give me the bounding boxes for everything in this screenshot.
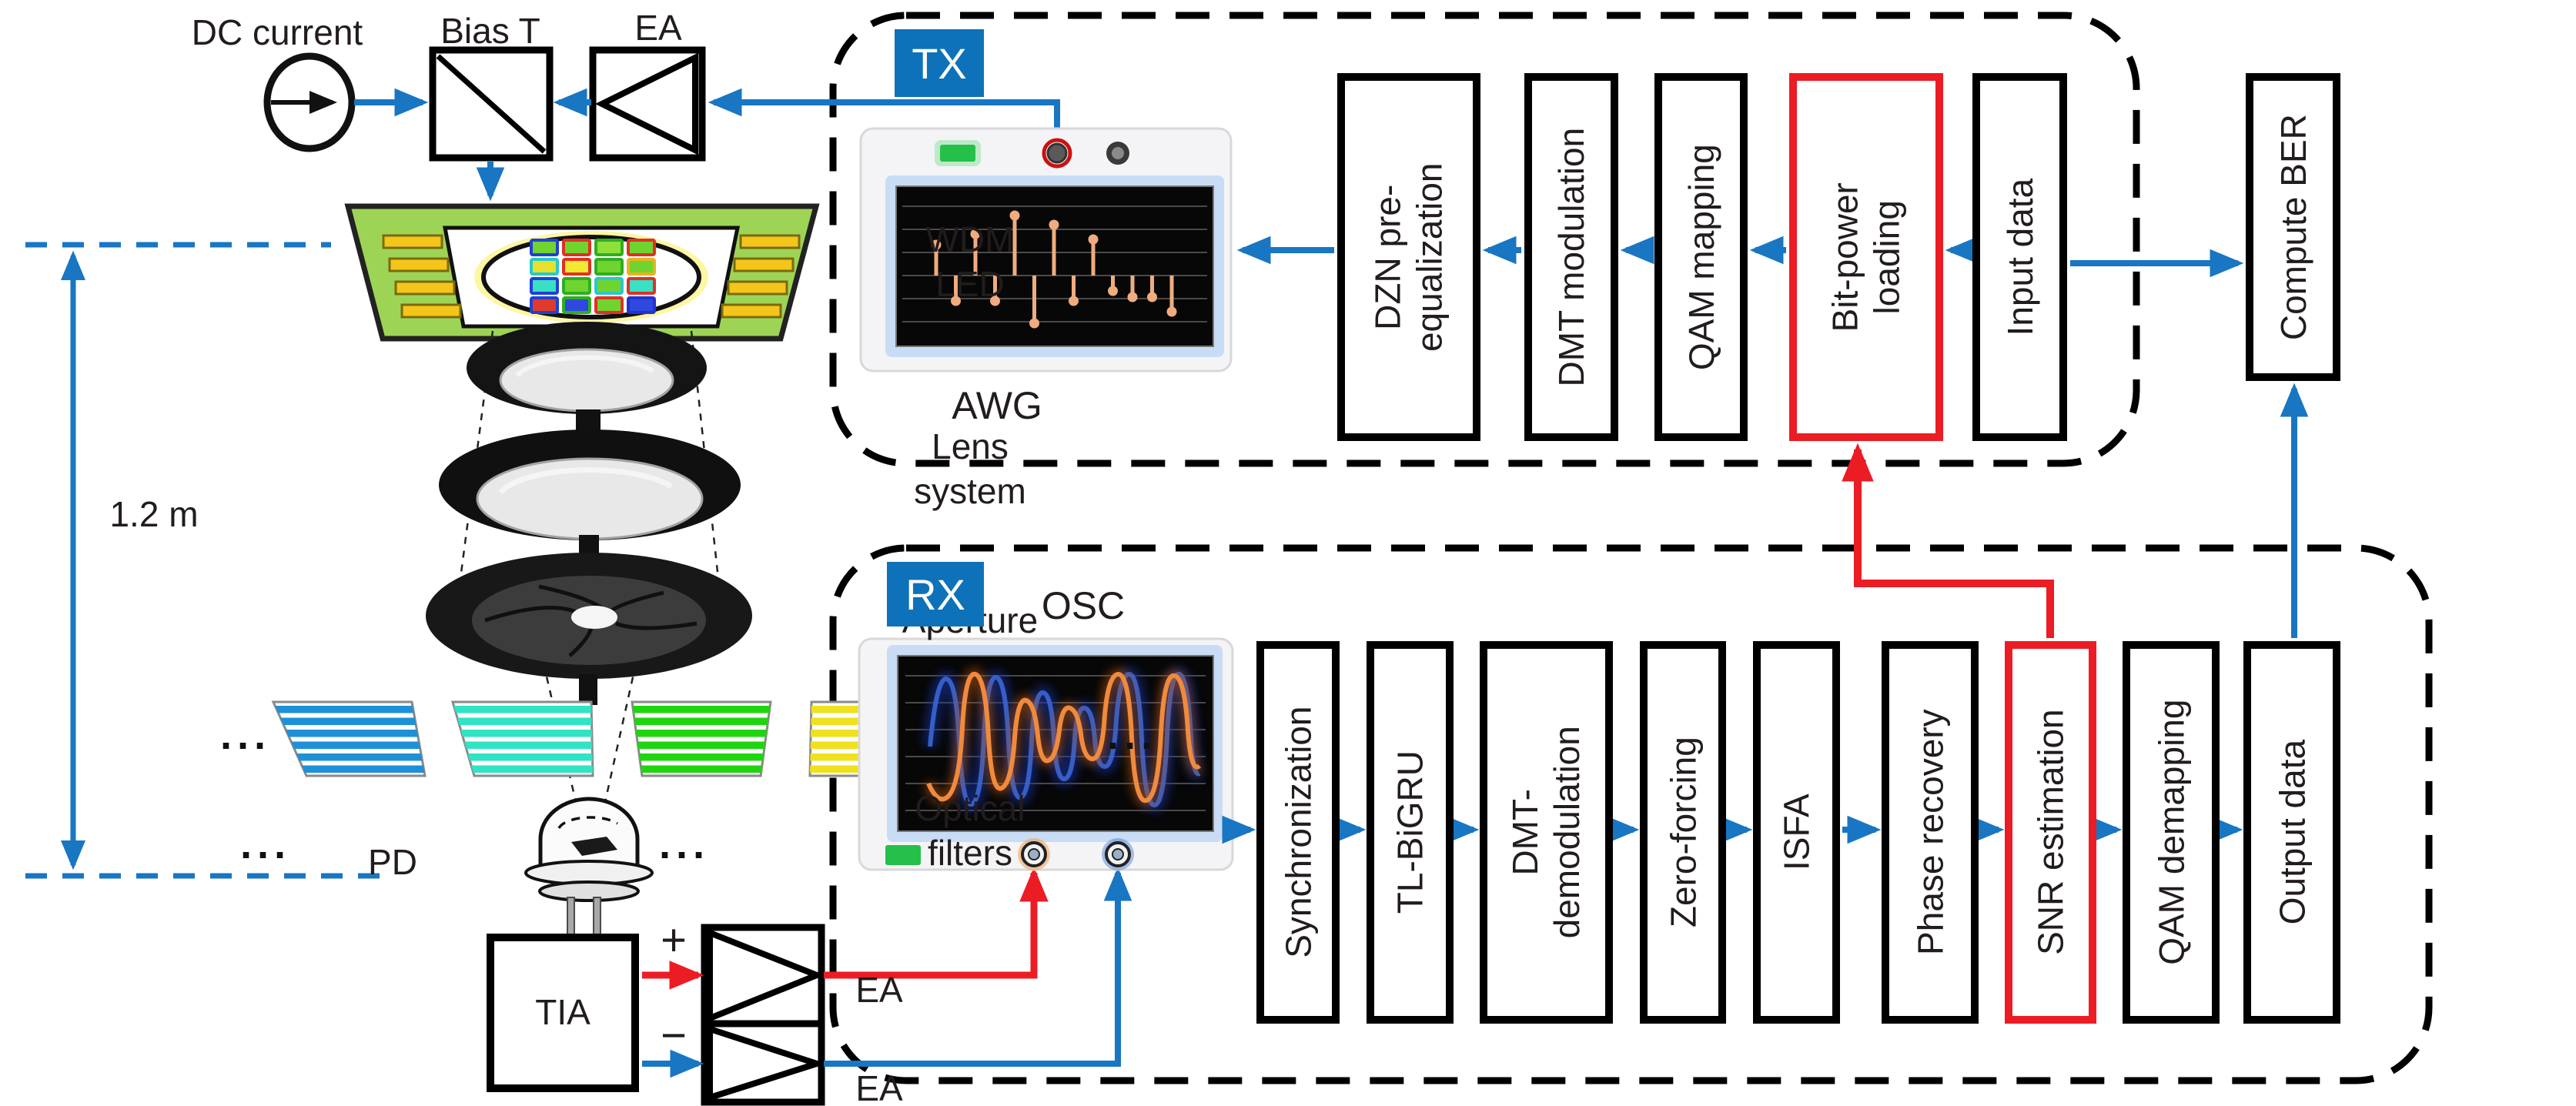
tx-block-label: DZN pre- equalization <box>1367 162 1450 352</box>
awg-stem-plot <box>931 210 1177 329</box>
rx-dashed-boundary <box>829 544 2433 1084</box>
tx-block-dmt-modulation: DMT modulation <box>1524 73 1618 441</box>
rx-block-label: Output data <box>2271 740 2312 925</box>
rx-block-label: ISFA <box>1776 794 1817 871</box>
ea-top-label: EA <box>634 8 682 48</box>
analog-wires <box>642 867 1132 1078</box>
ea-plus-label: EA <box>855 970 903 1010</box>
rx-block-label: TL-BiGRU <box>1390 750 1430 914</box>
rx-block-snr-estimation: SNR estimation <box>2005 641 2096 1024</box>
optical-filter-green <box>631 700 772 777</box>
filter-ellipsis-right: ··· <box>1107 723 1158 769</box>
wire-ea-minus-to-osc <box>824 867 1132 1067</box>
led-chip-array <box>530 239 656 314</box>
lens-2 <box>439 429 741 540</box>
plus-label: + <box>661 915 687 965</box>
rx-block-isfa: ISFA <box>1753 641 1840 1024</box>
distance-dimension <box>25 242 393 879</box>
optical-filter-blue <box>271 700 427 777</box>
awg-connector-1-ring <box>1042 138 1072 169</box>
dc-current-label: DC current <box>191 12 363 52</box>
tx-block-dzn-pre-equalization: DZN pre- equalization <box>1337 73 1480 441</box>
pd-ellipsis-left: ··· <box>240 832 291 878</box>
rx-block-label: SNR estimation <box>2030 709 2071 956</box>
ea-minus-amplifier-icon <box>701 1020 828 1106</box>
rx-block-label: Synchronization <box>1277 706 1318 959</box>
tx-block-label: DMT modulation <box>1551 127 1591 387</box>
feedback-snr-to-bitpower <box>1842 443 2054 638</box>
optical-filters-label: Optical filters <box>915 788 1025 873</box>
rx-block-label: QAM demapping <box>2150 699 2191 966</box>
tx-block-input-data: Input data <box>1972 73 2067 441</box>
ea-plus-amplifier-icon <box>701 924 825 1027</box>
rx-block-tl-bigru: TL-BiGRU <box>1367 641 1454 1024</box>
awg-device <box>859 127 1233 373</box>
filter-ellipsis-left: ··· <box>220 723 271 769</box>
tx-dashed-boundary <box>829 12 2140 467</box>
rx-block-label: Zero-forcing <box>1662 737 1703 928</box>
wdm-led-board <box>344 203 820 342</box>
ea-top-amplifier-icon <box>589 46 706 162</box>
rx-badge: RX <box>887 562 984 627</box>
tia-label: TIA <box>535 992 590 1033</box>
compute-ber-label: Compute BER <box>2273 113 2313 341</box>
current-source-icon <box>263 52 356 152</box>
led-contact-stripes <box>382 234 801 319</box>
ea-minus-label: EA <box>855 1068 903 1106</box>
rx-block-label: Phase recovery <box>1909 709 1950 956</box>
osc-wave-blue <box>928 671 1201 807</box>
rx-block-dmt-demodulation: DMT- demodulation <box>1480 641 1613 1024</box>
osc-waveforms <box>922 667 1206 812</box>
tx-block-label: Input data <box>1999 178 2040 336</box>
tx-block-qam-mapping: QAM mapping <box>1654 73 1748 441</box>
tx-block-bit-power-loading: Bit-power loading <box>1789 73 1943 441</box>
rx-block-synchronization: Synchronization <box>1256 641 1340 1024</box>
awg-connector-1 <box>1046 142 1068 164</box>
tx-block-label: Bit-power loading <box>1825 182 1907 332</box>
rx-block-zero-forcing: Zero-forcing <box>1640 641 1726 1024</box>
rx-block-qam-demapping: QAM demapping <box>2123 641 2220 1024</box>
tx-block-label: QAM mapping <box>1681 143 1721 371</box>
pd-icon <box>524 797 654 938</box>
pd-ellipsis-right: ··· <box>659 832 710 878</box>
aperture-post <box>579 674 597 705</box>
osc-device <box>858 637 1234 871</box>
wire-ea-plus-to-osc <box>824 867 1049 979</box>
optical-filter-cyan <box>451 700 594 777</box>
aperture-icon <box>426 553 752 679</box>
distance-label: 1.2 m <box>109 494 199 534</box>
osc-wave-orange <box>926 671 1202 804</box>
osc-power-led <box>885 845 921 865</box>
tia-box: TIA <box>487 934 639 1092</box>
lens-1 <box>467 322 707 414</box>
minus-label: − <box>661 1011 687 1061</box>
awg-power-led <box>940 145 975 162</box>
bias-t-label: Bias T <box>440 11 540 51</box>
rx-block-label: DMT- demodulation <box>1505 726 1587 939</box>
pd-label: PD <box>368 842 417 882</box>
osc-label: OSC <box>1041 584 1126 627</box>
compute-ber-block: Compute BER <box>2246 73 2340 381</box>
bias-t-box <box>429 46 554 162</box>
wdm-led-label: WDM LED <box>925 219 1015 304</box>
dsp-arrows <box>1222 236 2309 844</box>
rx-block-phase-recovery: Phase recovery <box>1882 641 1979 1024</box>
rx-block-output-data: Output data <box>2243 641 2340 1024</box>
tx-badge: TX <box>895 29 984 97</box>
awg-label: AWG <box>952 384 1042 427</box>
lens-system-label: Lens system <box>914 426 1026 511</box>
